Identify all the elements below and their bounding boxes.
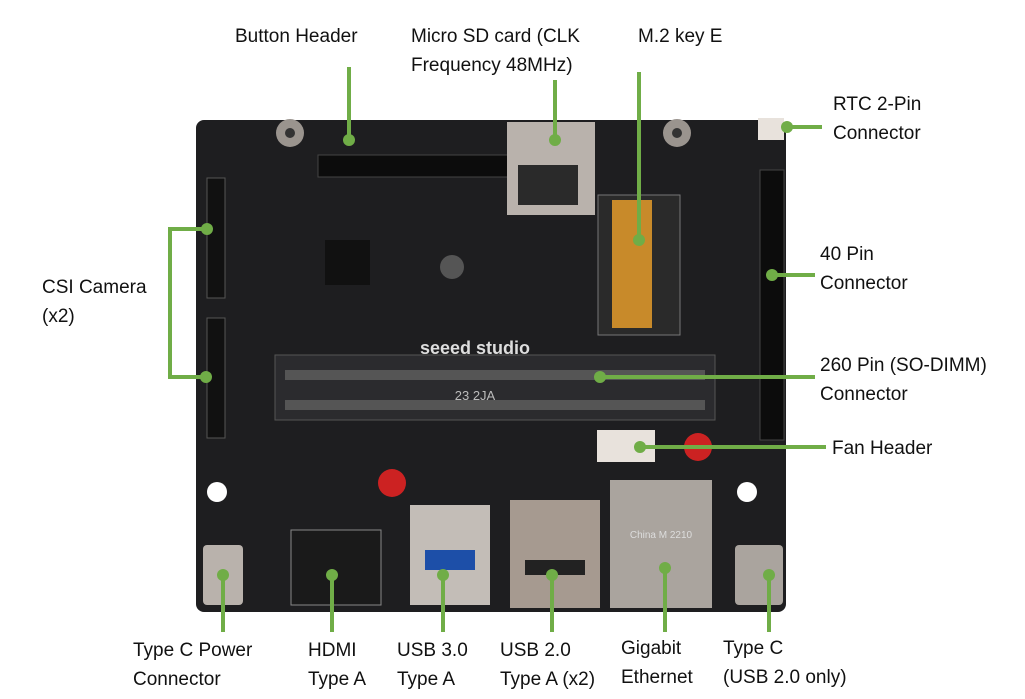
label-m2: M.2 key E [638,26,723,47]
rtc-connector [758,118,784,140]
ethernet-marking: China M 2210 [630,530,693,541]
slot-marking: 23 2JA [455,388,496,403]
leader-dots [200,121,793,581]
ethernet-port [610,480,712,608]
button-header [317,154,509,178]
label-type-c: Type C(USB 2.0 only) [723,638,847,688]
usb2-port [510,500,600,608]
label-sodimm: 260 Pin (SO-DIMM)Connector [820,355,987,405]
brand-text: seeed studio [420,338,530,358]
chip [325,240,370,285]
label-csi-camera: CSI Camera(x2) [42,277,147,327]
mounting-hole [207,482,227,502]
usb-c-port [735,545,783,605]
label-fan-header: Fan Header [832,438,933,459]
capacitor [378,469,406,497]
40-pin-header [759,169,785,441]
label-button-header: Button Header [235,26,358,47]
mounting-hole [737,482,757,502]
hdmi-port [290,529,382,606]
csi-connector [206,177,226,299]
leader-lines [168,67,826,632]
